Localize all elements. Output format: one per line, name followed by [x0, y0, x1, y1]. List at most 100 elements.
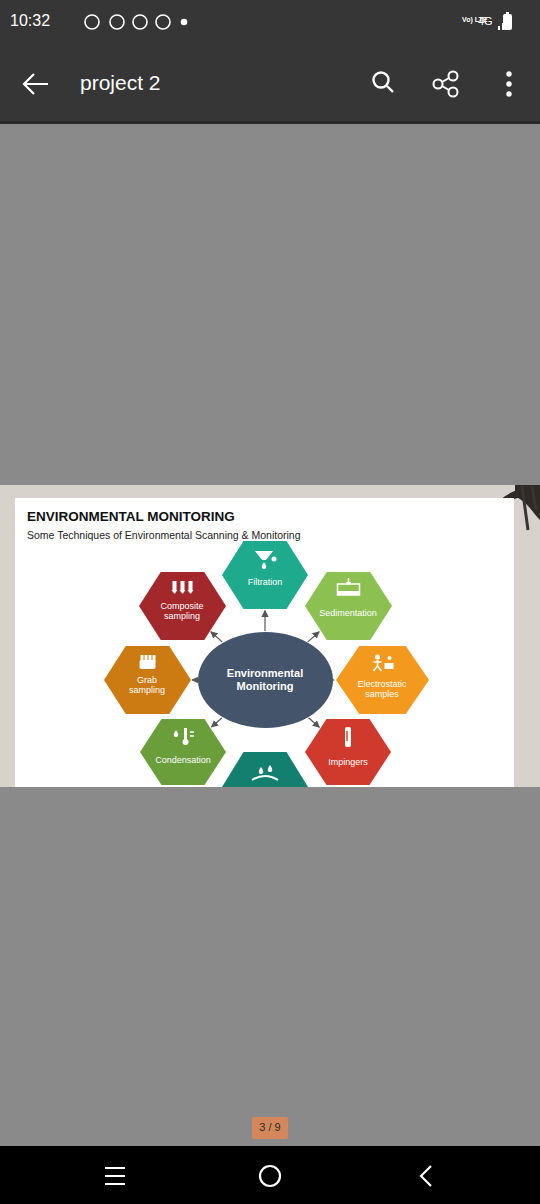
technique-icon [139, 655, 155, 669]
scale-marks [190, 732, 194, 736]
bowl-icon [252, 776, 278, 780]
connector-arrow [309, 718, 320, 727]
drop-icon [259, 765, 273, 774]
technique-hexagon: Composite sampling [139, 572, 226, 640]
app-icon [133, 15, 147, 29]
recent-apps-icon [105, 1168, 125, 1184]
slide-subtitle: Some Techniques of Environmental Scannin… [27, 529, 301, 541]
technique-label: Electrostatic samples [351, 679, 413, 700]
finger-icon [140, 655, 143, 662]
drop-icon [272, 557, 277, 562]
viewer-ground [0, 787, 540, 1146]
dot [506, 91, 511, 96]
connector-arrow [211, 718, 221, 727]
center-label: Environmental Monitoring [217, 667, 313, 692]
slide-page [15, 498, 514, 787]
charge-icon [387, 656, 391, 660]
sediment-layer [337, 591, 359, 595]
share-node [434, 80, 443, 89]
technique-hexagon: Impingers [305, 719, 391, 785]
thermometer-icon [184, 728, 187, 740]
person-body [373, 660, 381, 671]
hexagon [305, 572, 392, 640]
search-lens [374, 73, 389, 88]
thermometer-bulb [183, 739, 189, 745]
hexagon [139, 572, 226, 640]
slide-title: ENVIRONMENTAL MONITORING [27, 509, 235, 524]
slide-backdrop [0, 485, 540, 787]
technique-hexagon: Electrostatic samples [336, 646, 429, 714]
hexagon [336, 646, 429, 714]
tube-icon [345, 727, 351, 747]
connector-arrow [264, 611, 265, 632]
connector-arrow [333, 679, 335, 680]
person-head [375, 655, 380, 660]
connector-arrow [308, 632, 319, 642]
home-icon [260, 1166, 280, 1186]
technique-icon [171, 581, 193, 594]
bottle-icon [172, 581, 176, 590]
battery-tip [506, 12, 509, 14]
hexagon [222, 752, 308, 787]
signal-bar [498, 26, 500, 30]
connector-arrow [192, 679, 197, 680]
nav-icons [105, 1166, 431, 1186]
hexagon-shape [140, 719, 226, 785]
technique-label: Composite sampling [153, 601, 211, 622]
bottom-hexagon [222, 752, 308, 787]
chat-icon [85, 15, 99, 29]
bottle-tip [179, 590, 185, 594]
hexagon [305, 719, 391, 785]
finger-icon [148, 655, 151, 662]
finger-icon [152, 655, 155, 662]
tank-icon [337, 584, 359, 595]
document-name: project 2 [80, 71, 161, 95]
technique-hexagon: Sedimentation [305, 572, 392, 640]
drop-icon [262, 562, 267, 569]
bottle-tip [171, 590, 177, 594]
share-node [449, 72, 458, 81]
bottle-icon [180, 581, 184, 590]
technique-hexagon: Grab sampling [104, 646, 191, 714]
bar-shadow [0, 121, 540, 124]
share-lines [442, 78, 449, 90]
funnel-icon [255, 551, 273, 560]
hexagon-shape [305, 572, 392, 640]
technique-hexagon: Condensation [140, 719, 226, 785]
search-icon [374, 73, 394, 93]
technique-icon [174, 728, 194, 745]
technique-icon [255, 551, 277, 569]
technique-label: Grab sampling [118, 675, 176, 696]
plant-leaf [522, 486, 536, 530]
drop-icon [174, 730, 179, 737]
app-icon [110, 15, 124, 29]
down-arrow-icon [346, 578, 350, 584]
nav-bar [0, 1146, 540, 1204]
search-handle [387, 86, 393, 92]
tube-line [346, 731, 347, 741]
share-node [449, 88, 458, 97]
hexagon [104, 646, 191, 714]
more-dot [182, 20, 187, 25]
clock-text: 10:32 [10, 12, 50, 30]
technique-icon [373, 655, 393, 672]
technique-icon [337, 578, 359, 595]
technique-icon [345, 727, 351, 747]
hexagon-shape [305, 719, 391, 785]
back-arrow [24, 74, 48, 94]
bottle-icon [188, 581, 192, 590]
back-nav-icon [421, 1166, 431, 1186]
dot [506, 81, 511, 86]
central-circle: Environmental Monitoring [198, 632, 333, 728]
technique-label: Impingers [328, 757, 368, 767]
technique-label: Filtration [248, 577, 283, 587]
menu-dots [506, 71, 511, 96]
technique-hexagon: Filtration [222, 541, 308, 609]
hexagon [222, 541, 308, 609]
circle [198, 632, 333, 728]
page-indicator: 3 / 9 [259, 1121, 280, 1133]
bottle-tip [187, 590, 193, 594]
app-icon [156, 15, 170, 29]
connector-arrow [211, 632, 222, 642]
app-bar [0, 0, 540, 122]
